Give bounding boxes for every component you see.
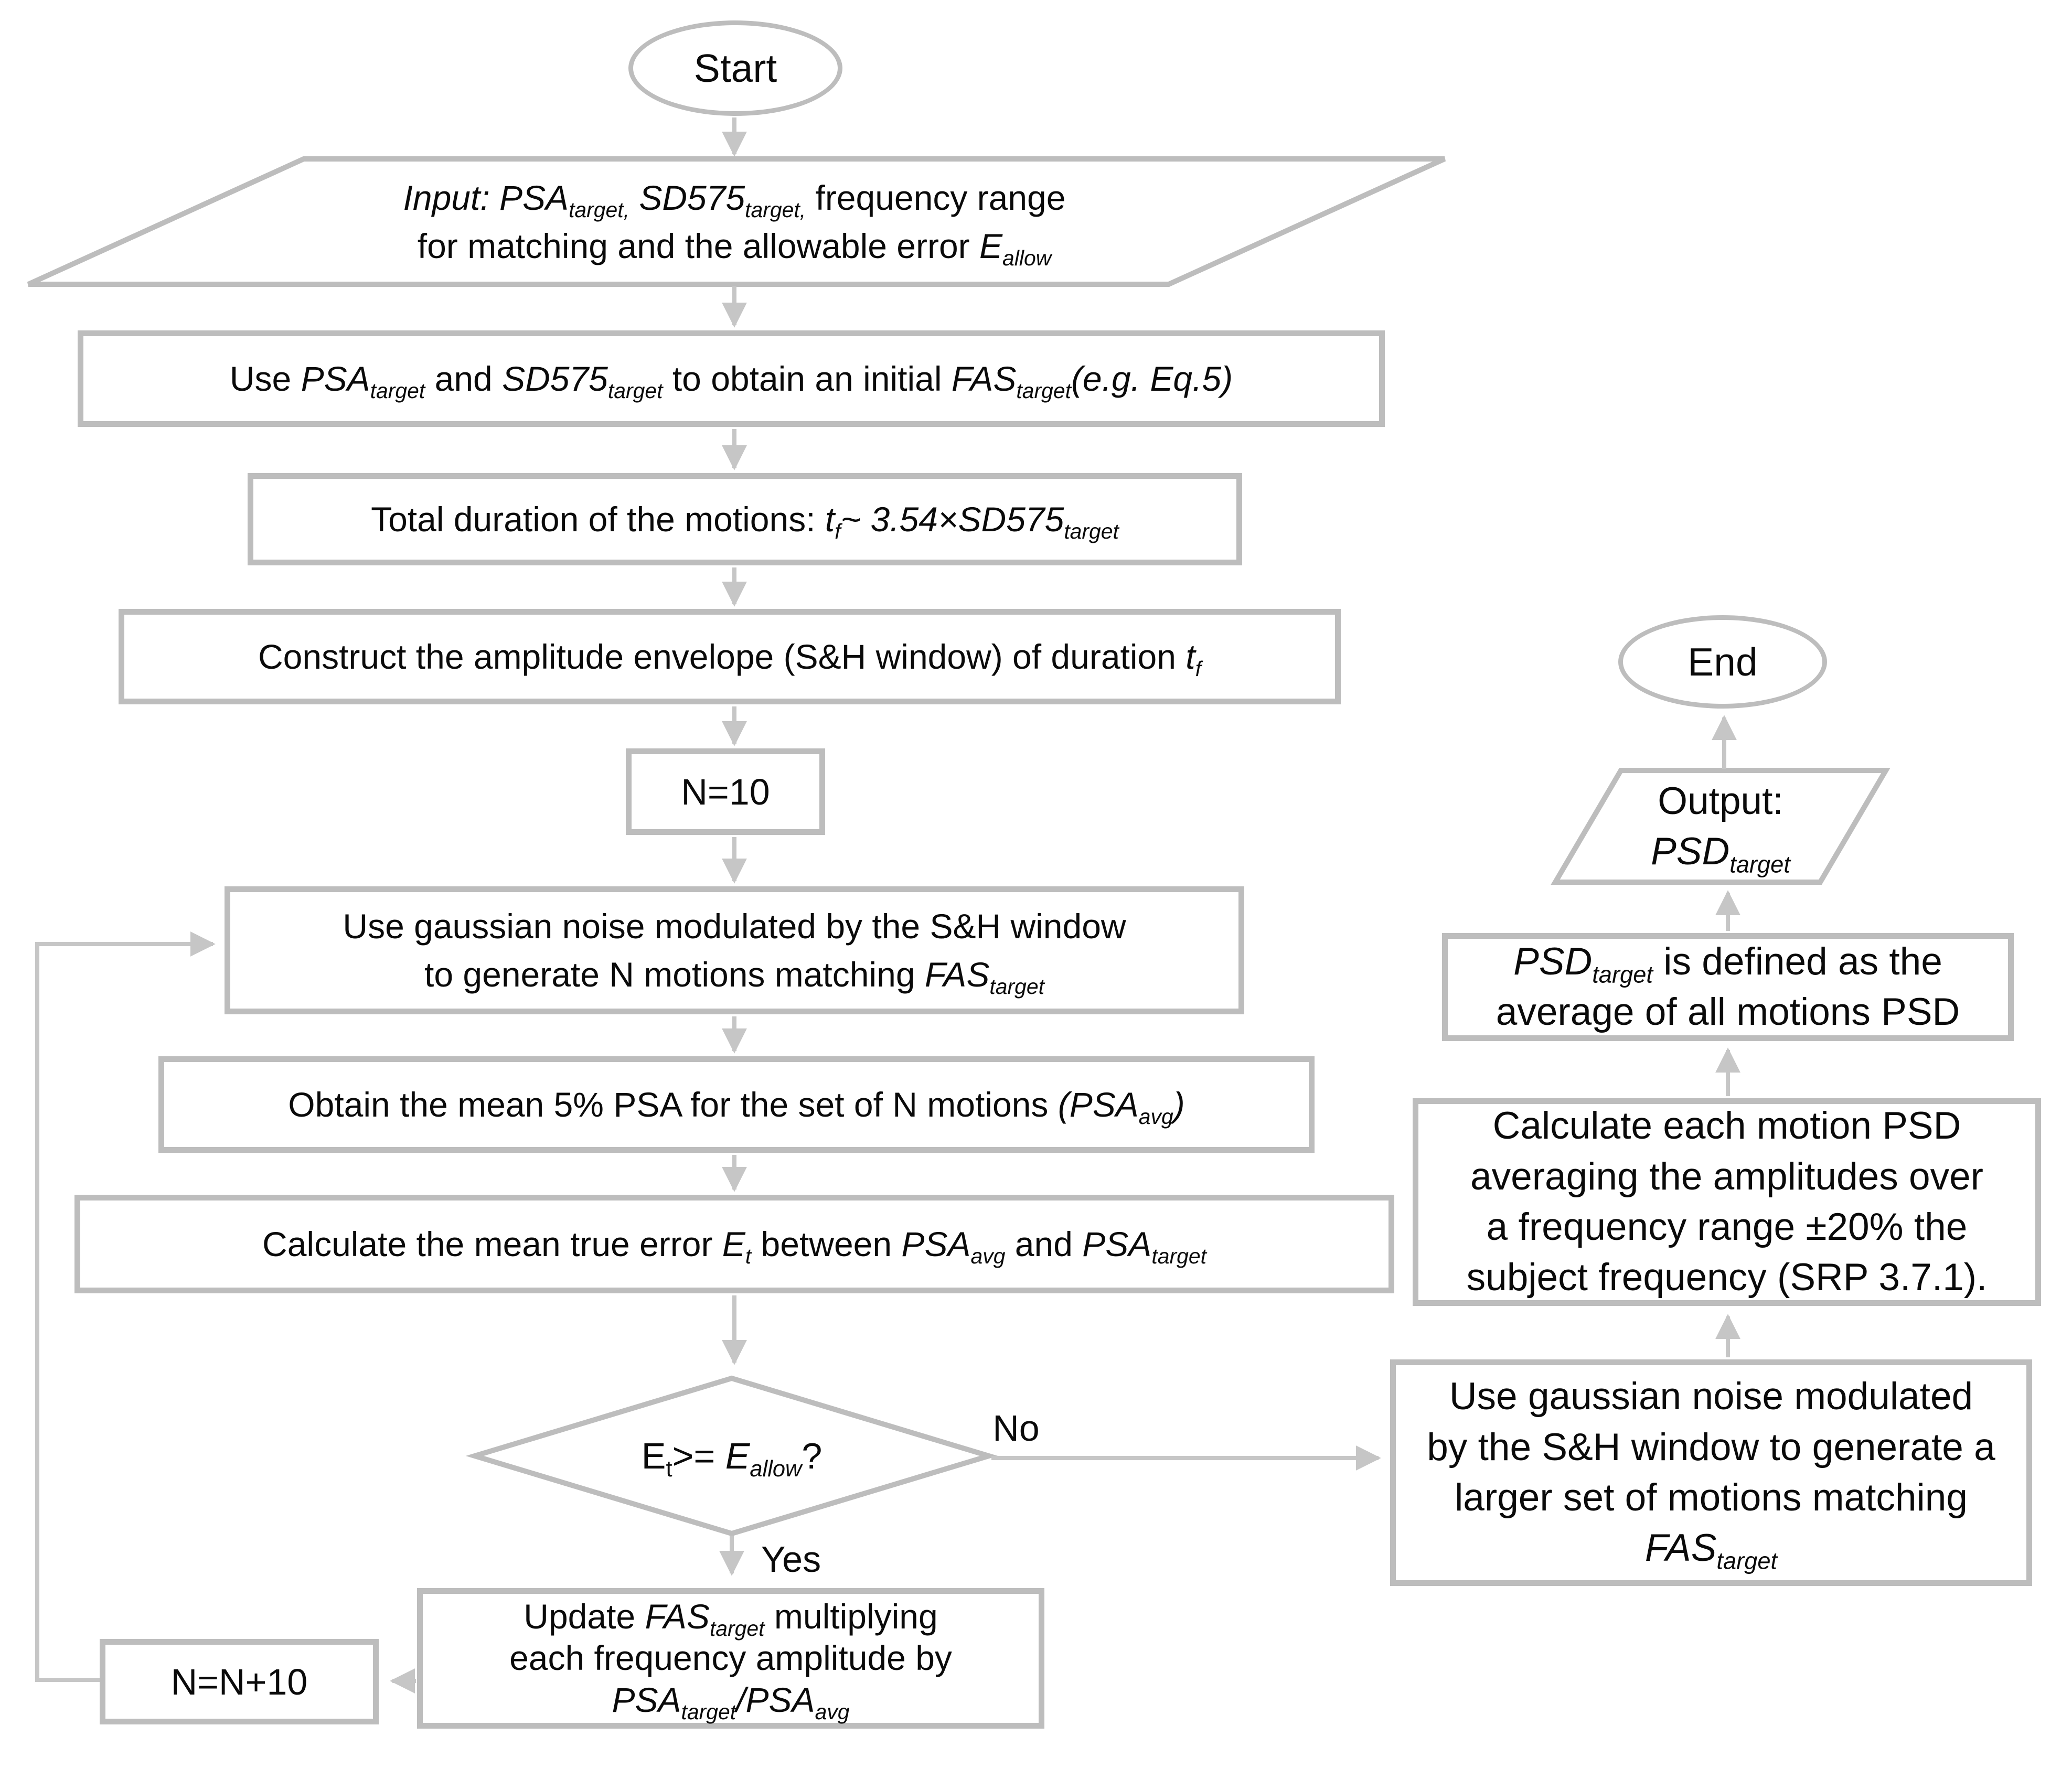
text-line: to generate N motions matching FAStarget <box>424 955 1044 999</box>
text-line: Total duration of the motions: tf~ 3.54×… <box>371 499 1119 543</box>
start-label: Start <box>693 46 777 90</box>
text-line: PSAtarget/PSAavg <box>612 1680 850 1724</box>
output-node-text: Output: PSDtarget <box>1555 775 1886 878</box>
text-line: larger set of motions matching <box>1455 1476 1968 1519</box>
text-line: Use gaussian noise modulated <box>1449 1375 1973 1418</box>
process-generate-n-motions: Use gaussian noise modulated by the S&H … <box>225 886 1244 1014</box>
decision-diamond-shape <box>465 1375 998 1537</box>
text-line: a frequency range ±20% the <box>1486 1206 1968 1248</box>
text-line: averaging the amplitudes over <box>1470 1155 1983 1198</box>
text-line: average of all motions PSD <box>1496 991 1960 1033</box>
output-parallelogram-shape <box>1551 768 1891 885</box>
text-line: each frequency amplitude by <box>509 1638 952 1678</box>
text-line: PSDtarget <box>1651 830 1790 878</box>
text-line: Update FAStarget multiplying <box>524 1597 938 1641</box>
text-line: subject frequency (SRP 3.7.1). <box>1466 1256 1988 1299</box>
nn10-label: N=N+10 <box>170 1661 308 1702</box>
process-construct-envelope: Construct the amplitude envelope (S&H wi… <box>119 609 1341 704</box>
decision-node-text: Et>= Eallow? <box>475 1382 989 1529</box>
process-initial-fas: Use PSAtarget and SD575target to obtain … <box>78 330 1385 427</box>
text-line: for matching and the allowable error Eal… <box>417 227 1052 271</box>
text-line: Construct the amplitude envelope (S&H wi… <box>258 637 1201 681</box>
text-line: Calculate each motion PSD <box>1492 1105 1961 1148</box>
loop-nn10-to-generate <box>35 931 216 1682</box>
input-node-text: Input: PSAtarget, SD575target, frequency… <box>79 162 1390 282</box>
process-generate-larger-set: Use gaussian noise modulated by the S&H w… <box>1390 1359 2032 1586</box>
text-line: Use PSAtarget and SD575target to obtain … <box>229 359 1233 403</box>
no-label: No <box>992 1408 1040 1449</box>
text-line: PSDtarget is defined as the <box>1513 940 1942 988</box>
end-node: End <box>1618 615 1827 709</box>
process-true-error: Calculate the mean true error Et between… <box>74 1195 1394 1293</box>
process-nn10: N=N+10 <box>100 1639 379 1724</box>
text-line: Input: PSAtarget, SD575target, frequency… <box>403 178 1066 222</box>
branch-label-yes: Yes <box>749 1536 833 1583</box>
process-calc-psd: Calculate each motion PSD averaging the a… <box>1413 1098 2041 1306</box>
process-total-duration: Total duration of the motions: tf~ 3.54×… <box>248 473 1242 565</box>
yes-label: Yes <box>761 1539 821 1580</box>
text-line: Obtain the mean 5% PSA for the set of N … <box>288 1085 1185 1129</box>
text-line: Output: <box>1658 779 1783 822</box>
text-line: Use gaussian noise modulated by the S&H … <box>343 906 1126 946</box>
text-line: FAStarget <box>1644 1527 1778 1574</box>
end-label: End <box>1687 639 1758 684</box>
input-parallelogram-shape <box>27 156 1446 287</box>
process-n10: N=10 <box>626 748 825 835</box>
text-line: Calculate the mean true error Et between… <box>262 1224 1206 1268</box>
branch-label-no: No <box>977 1405 1055 1452</box>
text-line: Et>= Eallow? <box>641 1435 823 1482</box>
start-node: Start <box>628 20 842 116</box>
process-mean-psa: Obtain the mean 5% PSA for the set of N … <box>158 1056 1315 1153</box>
text-line: by the S&H window to generate a <box>1427 1425 1995 1469</box>
n10-label: N=10 <box>681 771 770 812</box>
